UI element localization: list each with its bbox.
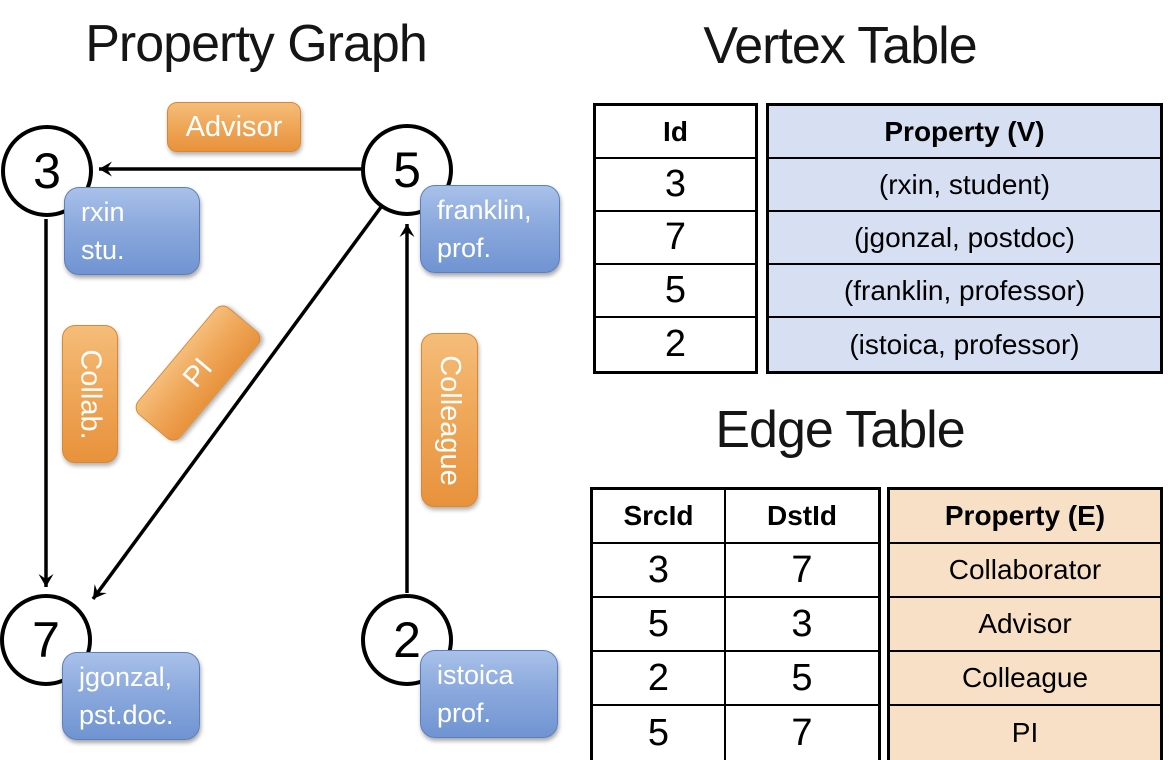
vertex-property-line: rxin bbox=[81, 197, 125, 227]
graph-edges-svg bbox=[38, 161, 415, 601]
edge-srcid-cell: 2 bbox=[593, 652, 726, 706]
vertex-property-line: jgonzal, bbox=[79, 662, 173, 692]
vertex-property-line: franklin, bbox=[437, 195, 532, 225]
edge-property-cell: Colleague bbox=[890, 652, 1160, 706]
edge-dstid-cell: 7 bbox=[726, 544, 878, 598]
edge-label-colleague: Colleague bbox=[421, 333, 478, 507]
edge-5-to-7 bbox=[91, 205, 383, 601]
edge-dstid-cell: 7 bbox=[791, 711, 813, 754]
vertex-id-cell: 7 bbox=[596, 212, 755, 265]
node-3-id: 3 bbox=[33, 143, 61, 199]
vertex-id-cell: 3 bbox=[596, 159, 755, 212]
vertex-table: Id 3 7 5 2 Property (V) (rxin, student) … bbox=[593, 103, 1163, 374]
edge-srcid-cell: 5 bbox=[593, 598, 726, 652]
edge-property-cell: Advisor bbox=[890, 598, 1160, 652]
vertex-property-cell: (istoica, professor) bbox=[849, 328, 1080, 360]
vertex-id-column: Id 3 7 5 2 bbox=[593, 103, 758, 374]
edge-label-advisor: Advisor bbox=[167, 102, 301, 152]
vertex-property-line: istoica bbox=[437, 660, 514, 690]
vertex-property-cell: (rxin, student) bbox=[769, 159, 1160, 212]
edge-property-column: Property (E) Collaborator Advisor Collea… bbox=[887, 487, 1163, 760]
edge-label-text: Advisor bbox=[185, 110, 283, 143]
vertex-property-line: prof. bbox=[437, 698, 492, 728]
vertex-property-cell: (franklin, professor) bbox=[769, 265, 1160, 318]
node-2-id: 2 bbox=[393, 612, 421, 668]
edge-srcid-cell: 5 bbox=[593, 706, 726, 760]
vertex-property-line: prof. bbox=[437, 233, 492, 263]
edge-label-text: PI bbox=[176, 351, 219, 394]
edge-table: SrcId DstId 3 7 5 3 2 5 5 7 Property (E)… bbox=[590, 487, 1163, 760]
vertex-property-line: stu. bbox=[81, 235, 125, 265]
vertex-property-box-7: jgonzal, pst.doc. bbox=[62, 652, 200, 740]
edge-label-text: Colleague bbox=[434, 354, 467, 486]
edge-header-dstid: DstId bbox=[726, 490, 878, 544]
edge-label-text: Collab. bbox=[74, 348, 107, 440]
vertex-property-line: pst.doc. bbox=[79, 700, 174, 730]
edge-dstid-cell: 5 bbox=[726, 652, 878, 706]
property-graph-title: Property Graph bbox=[85, 15, 428, 73]
vertex-property-cell: (jgonzal, postdoc) bbox=[769, 212, 1160, 265]
vertex-id-cell: 5 bbox=[596, 265, 755, 318]
vertex-id-cell: 2 bbox=[664, 323, 687, 365]
node-7-id: 7 bbox=[32, 612, 60, 668]
edge-dstid-cell: 3 bbox=[726, 598, 878, 652]
vertex-header-id: Id bbox=[596, 106, 755, 159]
node-5-id: 5 bbox=[393, 142, 421, 198]
graph-node-5: 5 bbox=[361, 124, 453, 216]
edge-table-title: Edge Table bbox=[715, 401, 965, 459]
edge-srcid-cell: 3 bbox=[593, 544, 726, 598]
vertex-property-box-2: istoica prof. bbox=[420, 650, 558, 738]
vertex-table-title: Vertex Table bbox=[703, 17, 977, 75]
edge-header-srcid: SrcId bbox=[593, 490, 726, 544]
edge-label-collab: Collab. bbox=[62, 325, 118, 463]
vertex-property-column: Property (V) (rxin, student) (jgonzal, p… bbox=[766, 103, 1163, 374]
edge-src-dst-columns: SrcId DstId 3 7 5 3 2 5 5 7 bbox=[590, 487, 881, 760]
graph-node-2: 2 bbox=[361, 594, 453, 686]
vertex-property-box-5: franklin, prof. bbox=[420, 185, 560, 273]
edge-header-property: Property (E) bbox=[890, 490, 1160, 544]
edge-property-cell: Collaborator bbox=[890, 544, 1160, 598]
edge-property-cell: PI bbox=[1011, 717, 1039, 748]
vertex-property-box-3: rxin stu. bbox=[64, 187, 200, 275]
vertex-header-property: Property (V) bbox=[769, 106, 1160, 159]
